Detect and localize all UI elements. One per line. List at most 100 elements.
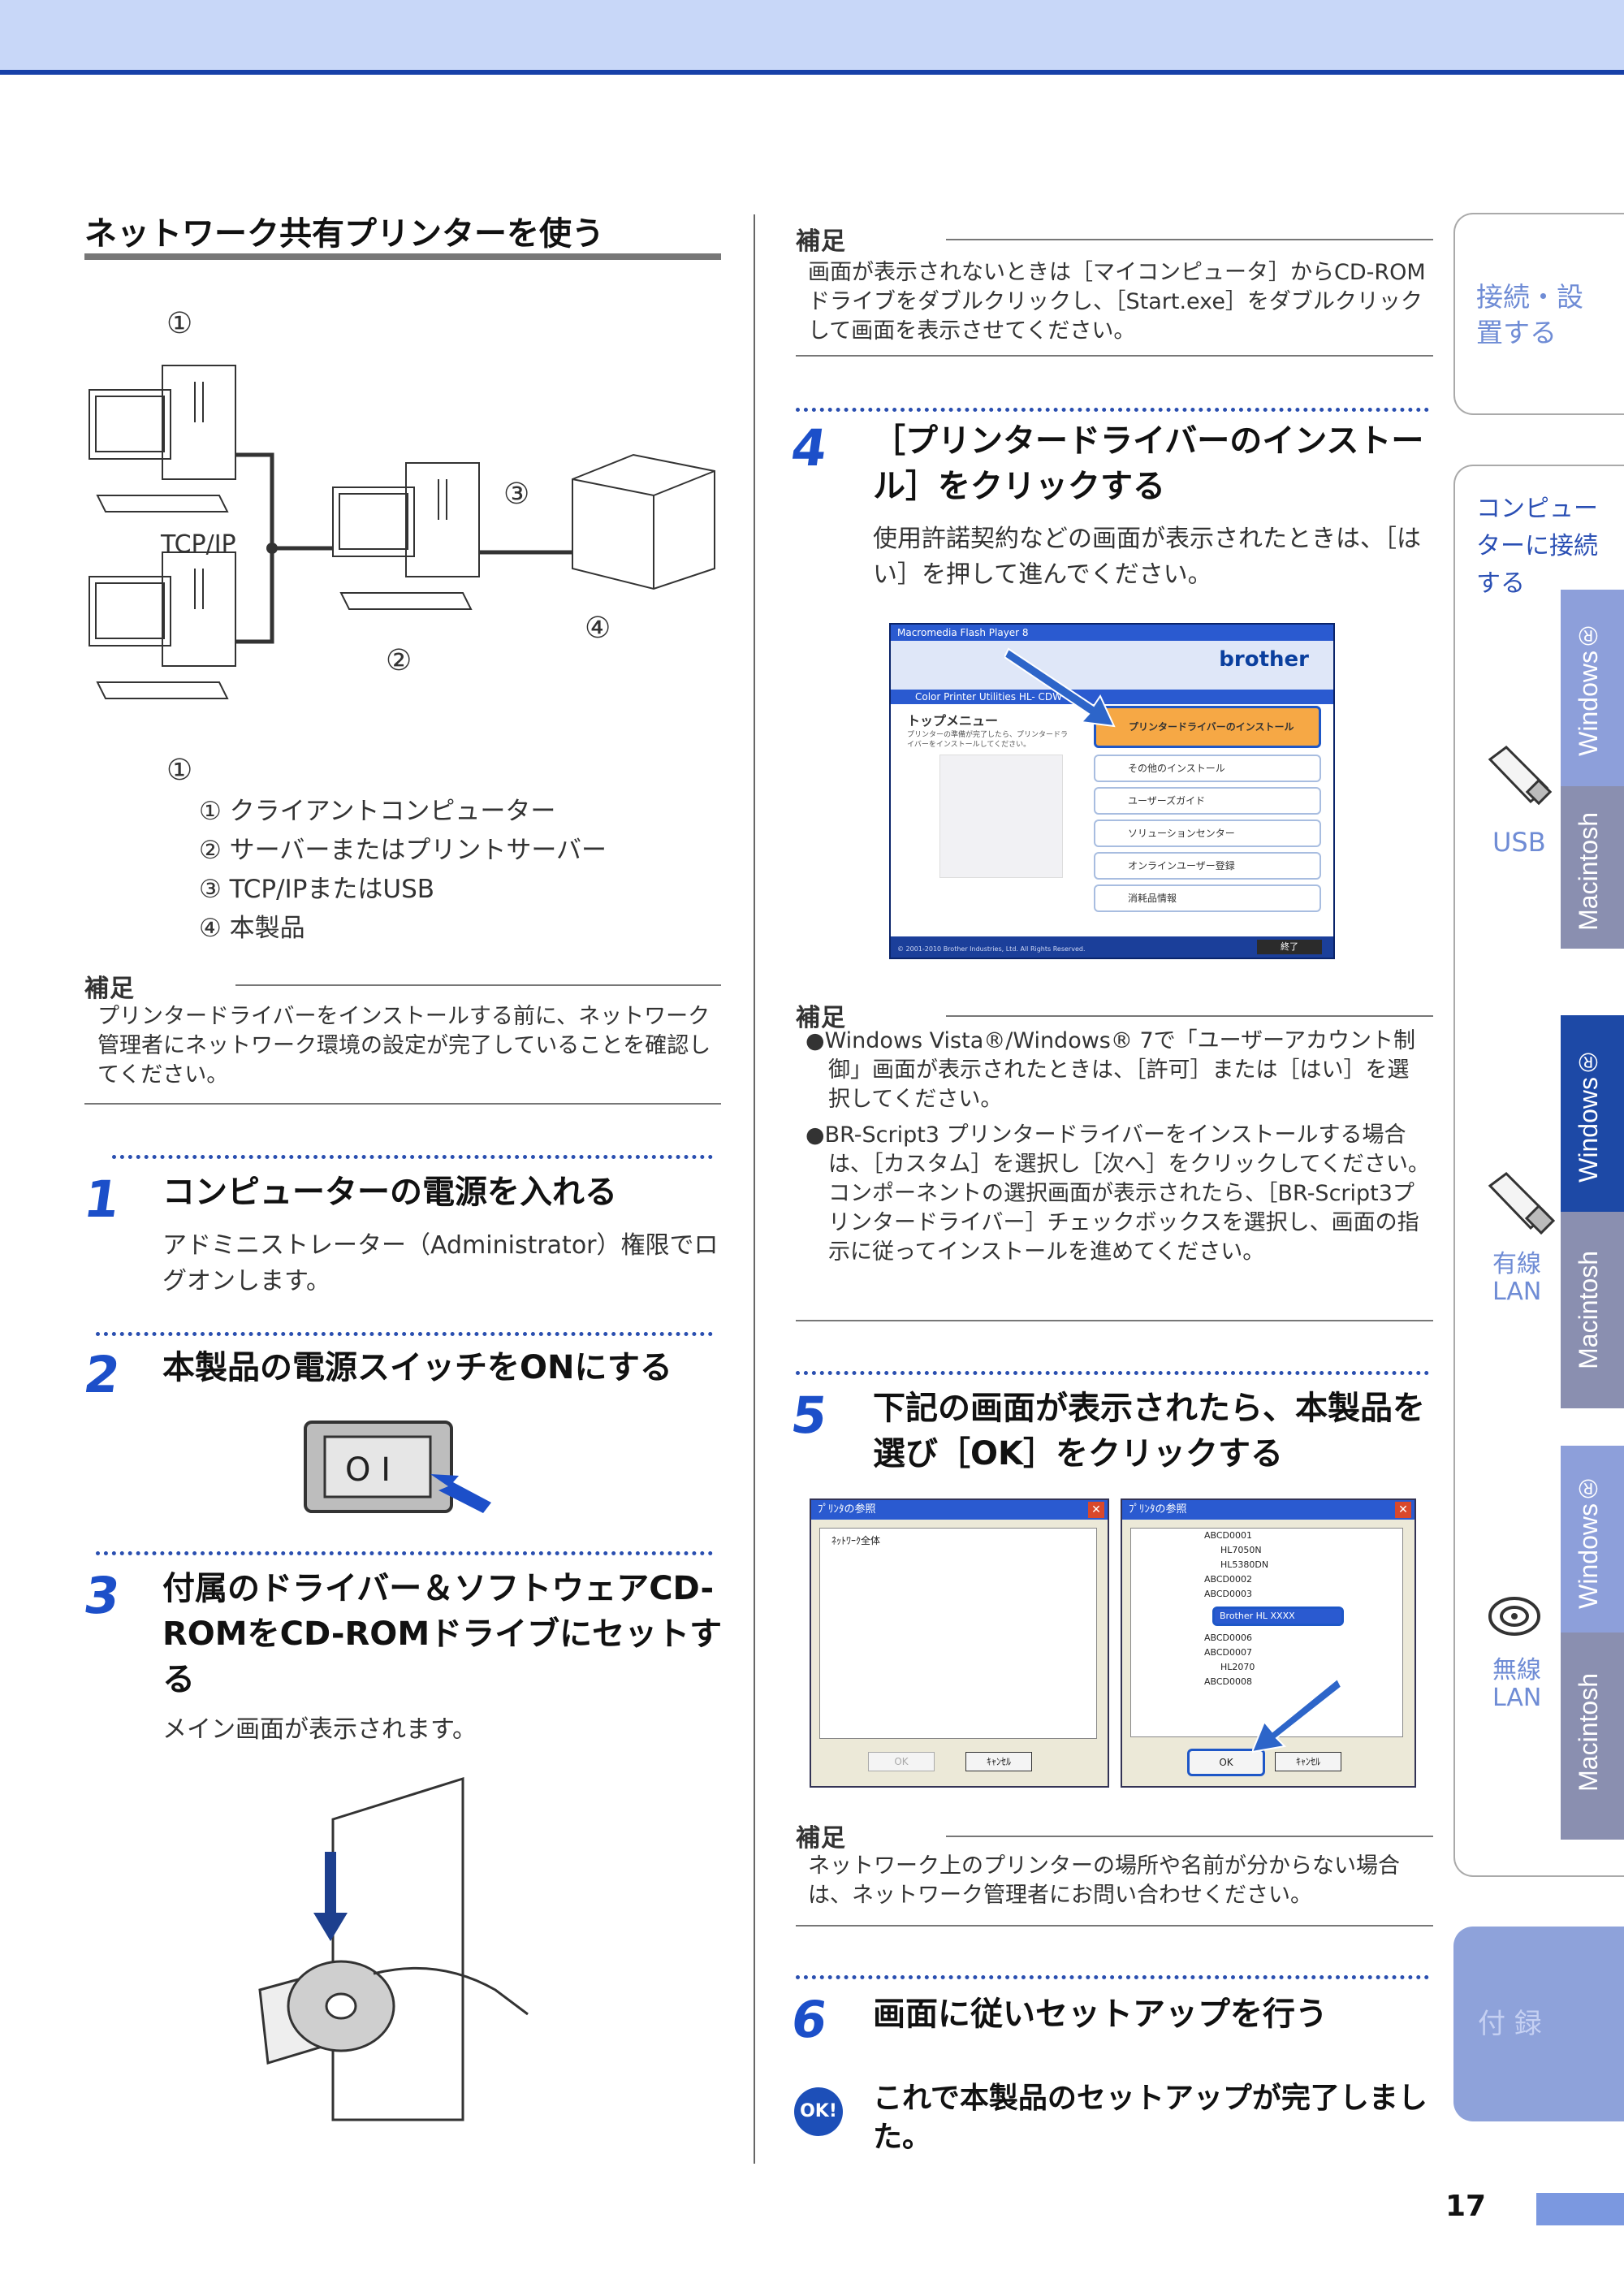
step-5-number: 5 [787, 1386, 831, 1445]
step-4-title: ［プリンタードライバーのインストール］をクリックする [873, 422, 1424, 505]
step-separator [796, 408, 1429, 412]
close-icon[interactable]: ✕ [1395, 1502, 1411, 1518]
wireless-lan-label: 無線LAN [1492, 1656, 1542, 1712]
header-bar [0, 0, 1624, 75]
tree-item[interactable]: ABCD0003 [1204, 1589, 1253, 1599]
browse-dialog-titlebar: ﾌﾟﾘﾝﾀの参照 [811, 1500, 1108, 1520]
note-label: 補足 [796, 1004, 846, 1032]
step-4-body: 使用許諾契約などの画面が表示されたときは、［はい］を押して進んでください。 [873, 525, 1421, 589]
supplies-info-button[interactable]: 消耗品情報 [1094, 884, 1321, 912]
step-5-title: 下記の画面が表示されたら、本製品を選び［OK］をクリックする [873, 1390, 1425, 1473]
nav-wireless-windows-label: Windows® [1574, 1474, 1603, 1609]
step-1-number: 1 [80, 1170, 124, 1229]
note-label: 補足 [796, 227, 846, 256]
section-title: ネットワーク共有プリンターを使う [84, 215, 604, 253]
installer-titlebar: Macromedia Flash Player 8 [891, 625, 1333, 641]
callout-3: ③ [503, 478, 529, 511]
user-guide-button[interactable]: ユーザーズガイド [1094, 787, 1321, 815]
cd-insert-illustration [258, 1776, 529, 2121]
client-1-keyboard [96, 495, 229, 512]
column-divider [754, 214, 755, 2164]
nav-usb-windows[interactable] [1561, 590, 1624, 786]
installer-exit-button[interactable]: 終了 [1257, 940, 1322, 954]
ok-button[interactable]: OK [1187, 1749, 1265, 1776]
note-label: 補足 [84, 975, 135, 1003]
callout-1-bottom: ① [166, 754, 192, 787]
note-3-list: ●Windows Vista®/Windows® 7で「ユーザーアカウント制御」… [806, 1027, 1431, 1267]
nav-wired-macintosh[interactable] [1561, 1212, 1624, 1408]
step-6-title: 画面に従いセットアップを行う [873, 1996, 1328, 2033]
brand-logo: brother [1219, 647, 1309, 672]
client-1-monitor [89, 389, 171, 460]
tree-item[interactable]: ABCD0002 [1204, 1574, 1253, 1585]
tree-item[interactable]: ABCD0001 [1204, 1530, 1253, 1541]
tree-item[interactable]: HL2070 [1220, 1662, 1255, 1672]
installer-menu-title: トップメニュー [907, 713, 999, 729]
tree-item[interactable]: ABCD0006 [1204, 1633, 1253, 1643]
tab-appendix[interactable]: 付 録 [1453, 1927, 1624, 2121]
browse-dialog-empty: ﾌﾟﾘﾝﾀの参照 ✕ ﾈｯﾄﾜｰｸ全体 OK ｷｬﾝｾﾙ [810, 1498, 1109, 1788]
tree-item[interactable]: HL7050N [1220, 1545, 1262, 1555]
completion-text: これで本製品のセットアップが完了しました。 [873, 2082, 1427, 2154]
install-driver-button[interactable]: プリンタードライバーのインストール [1094, 706, 1321, 748]
cancel-button[interactable]: ｷｬﾝｾﾙ [1275, 1752, 1341, 1771]
step-separator [796, 1975, 1429, 1979]
nav-usb-macintosh[interactable] [1561, 786, 1624, 949]
nav-wired-windows-label: Windows® [1574, 1048, 1603, 1183]
page-number: 17 [1445, 2190, 1487, 2223]
installer-window: Macromedia Flash Player 8 brother Color … [889, 623, 1335, 959]
tree-item[interactable]: ABCD0008 [1204, 1676, 1253, 1687]
note-2-text: 画面が表示されないときは［マイコンピュータ］からCD-ROMドライブをダブルクリ… [808, 260, 1426, 344]
nav-wireless-macintosh-label: Macintosh [1574, 1673, 1603, 1792]
step-3-number: 3 [80, 1566, 124, 1625]
nav-usb-macintosh-label: Macintosh [1574, 812, 1603, 931]
step-separator [112, 1155, 713, 1159]
solution-center-button[interactable]: ソリューションセンター [1094, 819, 1321, 847]
step-2-title: 本製品の電源スイッチをONにする [162, 1349, 672, 1386]
online-registration-button[interactable]: オンラインユーザー登録 [1094, 852, 1321, 880]
tree-item[interactable]: ABCD0007 [1204, 1647, 1253, 1658]
step-3-body: メイン画面が表示されます。 [162, 1715, 477, 1744]
printer-body [572, 453, 715, 590]
tab-connect-setup[interactable]: 接続・設置する [1453, 213, 1624, 415]
tcpip-label: TCP/IP [160, 530, 236, 559]
note-3-item: ●Windows Vista®/Windows® 7で「ユーザーアカウント制御」… [806, 1028, 1416, 1112]
note-3-item: ●BR-Script3 プリンタードライバーをインストールする場合は、［カスタム… [806, 1122, 1430, 1265]
step-6-number: 6 [787, 1990, 831, 2049]
step-separator [796, 1371, 1429, 1375]
wireless-icon [1488, 1597, 1540, 1636]
nav-wired-windows[interactable] [1561, 1015, 1624, 1212]
tab-connect-setup-label: 接続・設置する [1476, 281, 1583, 348]
ok-button-disabled: OK [868, 1752, 935, 1771]
step-separator [96, 1551, 713, 1555]
usb-label: USB [1492, 827, 1546, 858]
nav-wireless-windows[interactable] [1561, 1446, 1624, 1633]
browse-dialog-titlebar: ﾌﾟﾘﾝﾀの参照 [1122, 1500, 1415, 1520]
callout-4: ④ [585, 612, 611, 645]
step-1-body: アドミニストレーター（Administrator）権限でログオンします。 [162, 1231, 719, 1295]
ok-badge: OK! [794, 2087, 843, 2136]
nav-wired-macintosh-label: Macintosh [1574, 1251, 1603, 1369]
client-1-tower [162, 365, 236, 480]
nav-wireless-macintosh[interactable] [1561, 1633, 1624, 1840]
tree-item[interactable]: HL5380DN [1220, 1559, 1269, 1570]
server-monitor [332, 487, 415, 557]
note-rule [946, 1015, 1433, 1017]
installer-product: Color Printer Utilities HL- CDW [891, 690, 1333, 704]
installer-copyright: © 2001-2010 Brother Industries, Ltd. All… [897, 945, 1086, 953]
selected-printer[interactable]: Brother HL XXXX [1212, 1607, 1344, 1626]
client-2-keyboard [96, 681, 229, 699]
pointer-arrow-icon [1004, 647, 1116, 728]
close-icon[interactable]: ✕ [1088, 1502, 1104, 1518]
server-tower [405, 462, 480, 577]
note-4-text: ネットワーク上のプリンターの場所や名前が分からない場合は、ネットワーク管理者にお… [808, 1853, 1400, 1908]
switch-label: O I [345, 1451, 391, 1489]
legend-item: ① クライアントコンピューター [199, 797, 556, 826]
step-4-number: 4 [787, 418, 831, 478]
power-switch-illustration: O I [304, 1421, 491, 1513]
other-install-button[interactable]: その他のインストール [1094, 755, 1321, 782]
note-rule [235, 984, 721, 986]
cancel-button[interactable]: ｷｬﾝｾﾙ [965, 1752, 1032, 1771]
step-separator [96, 1332, 713, 1336]
tree-root[interactable]: ﾈｯﾄﾜｰｸ全体 [831, 1535, 881, 1546]
